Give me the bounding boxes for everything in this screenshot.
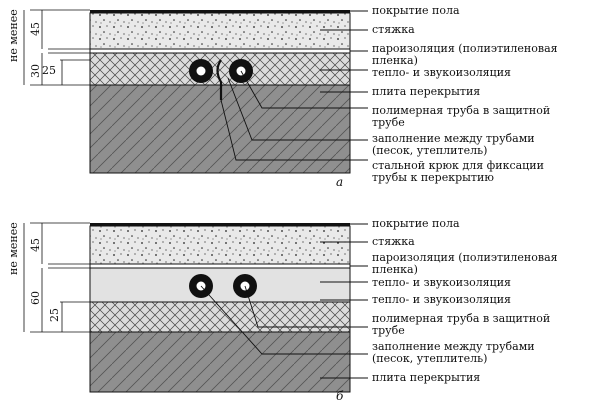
b-insulation-bottom	[89, 301, 351, 333]
b-dim-25: 25	[48, 308, 61, 322]
figure-b: не менее 45 60 25 покрытие пола стяжка п…	[7, 217, 558, 403]
b-label-fill-2: (песок, утеплитель)	[372, 352, 487, 365]
b-floor-covering	[90, 223, 350, 226]
b-label-fill-1: заполнение между трубами	[372, 340, 535, 353]
a-label-vapor-1: пароизоляция (полиэтиленовая	[372, 42, 558, 55]
b-label-insulation-bottom: тепло- и звукоизоляция	[372, 293, 511, 306]
b-caption: б	[336, 389, 344, 403]
a-caption: а	[336, 175, 343, 189]
a-dimensions	[23, 9, 90, 86]
a-floor-covering	[90, 10, 350, 13]
b-leaders	[200, 223, 368, 379]
b-label-floor: покрытие пола	[372, 217, 460, 230]
a-pipe-left	[189, 59, 213, 83]
a-dim-25: 25	[42, 64, 56, 77]
b-dim-45: 45	[29, 238, 42, 252]
a-label-slab: плита перекрытия	[372, 85, 480, 98]
b-label-insulation-top: тепло- и звукоизоляция	[372, 276, 511, 289]
a-vapor-barrier	[89, 48, 351, 54]
a-dim-30: 30	[29, 64, 42, 78]
b-slab-layer	[89, 331, 351, 393]
a-label-pipe-2: трубе	[372, 116, 405, 129]
b-dimensions	[23, 222, 90, 333]
b-label-pipe-2: трубе	[372, 324, 405, 337]
a-label-insulation: тепло- и звукоизоляция	[372, 66, 511, 79]
b-label-vapor-1: пароизоляция (полиэтиленовая	[372, 251, 558, 264]
a-label-fill-2: (песок, утеплитель)	[372, 144, 487, 157]
a-dim-45: 45	[29, 22, 42, 36]
a-label-pipe-1: полимерная труба в защитной	[372, 104, 550, 117]
a-screed-layer	[89, 12, 351, 50]
a-label-hook-1: стальной крюк для фиксации	[372, 159, 544, 172]
b-vapor-barrier	[89, 263, 351, 269]
b-label-screed: стяжка	[372, 235, 415, 248]
a-label-floor: покрытие пола	[372, 4, 460, 17]
b-label-pipe-1: полимерная труба в защитной	[372, 312, 550, 325]
a-label-fill-1: заполнение между трубами	[372, 132, 535, 145]
b-dim-60: 60	[29, 291, 42, 305]
a-dim-min-label: не менее	[7, 9, 20, 62]
b-dim-min-label: не менее	[7, 222, 20, 275]
figure-a: не менее 45 30 25 покрытие пола стяжка п…	[7, 4, 558, 189]
a-leaders	[220, 10, 368, 161]
b-label-vapor-2: пленка)	[372, 263, 418, 276]
b-label-slab: плита перекрытия	[372, 371, 480, 384]
b-screed-layer	[89, 225, 351, 265]
a-steel-hook	[216, 59, 223, 100]
b-insulation-top	[89, 267, 351, 303]
a-label-screed: стяжка	[372, 23, 415, 36]
a-label-hook-2: трубы к перекрытию	[372, 171, 494, 184]
a-label-vapor-2: пленка)	[372, 54, 418, 67]
